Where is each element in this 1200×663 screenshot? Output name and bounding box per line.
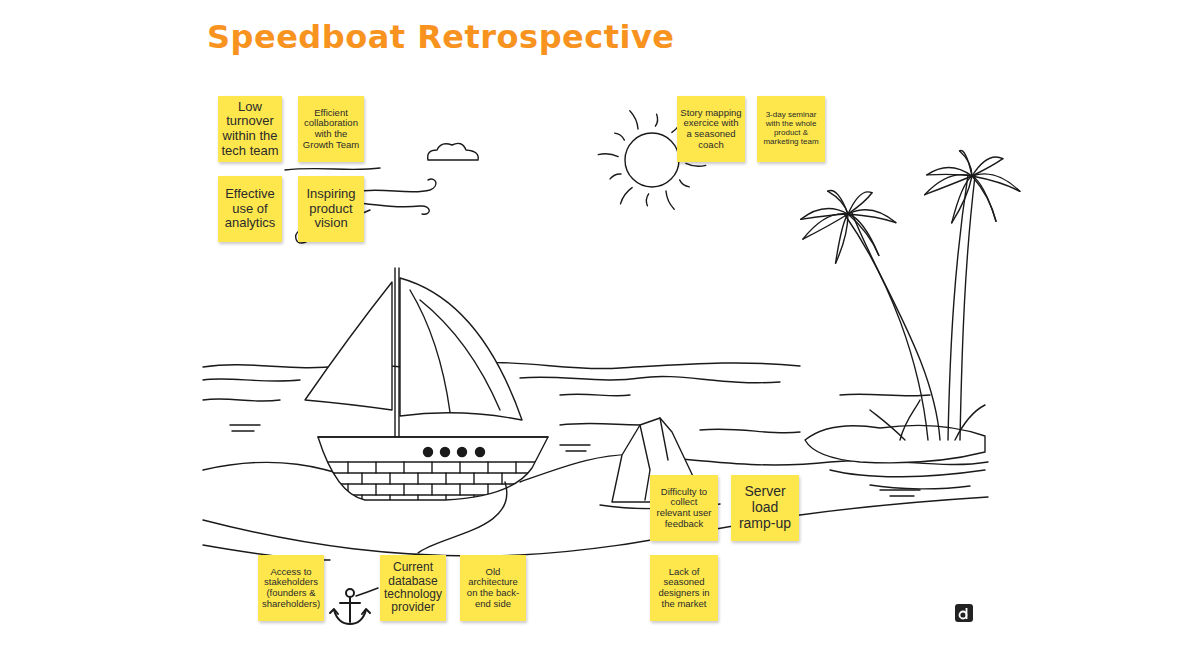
sticky-note: Inspiring product vision [298, 176, 364, 242]
note-text: Server load ramp-up [734, 484, 796, 531]
sticky-note: Low turnover within the tech team [218, 96, 282, 162]
note-text: Difficulty to collect relevant user feed… [653, 487, 715, 530]
note-text: Story mapping exercice with a seasoned c… [680, 108, 742, 151]
sticky-note: Effective use of analytics [218, 176, 282, 242]
note-text: Low turnover within the tech team [221, 100, 279, 158]
page-title: Speedboat Retrospective [207, 18, 675, 56]
sticky-note: Server load ramp-up [731, 475, 799, 541]
sticky-note: Efficient collaboration with the Growth … [298, 96, 364, 162]
wind-lines [285, 168, 436, 243]
palm-trees [801, 151, 1020, 440]
logo-icon [955, 604, 973, 622]
sticky-note: Old architecture on the back-end side [460, 555, 526, 621]
sticky-note: Difficulty to collect relevant user feed… [650, 475, 718, 541]
sticky-note: Current database technology provider [380, 555, 446, 621]
sticky-note: Lack of seasoned designers in the market [650, 555, 718, 621]
sticky-note: Access to stakeholders (founders & share… [258, 555, 324, 621]
note-text: Current database technology provider [383, 561, 443, 615]
note-text: 3-day seminar with the whole product & m… [760, 111, 822, 147]
sticky-note: Story mapping exercice with a seasoned c… [677, 96, 745, 162]
note-text: Lack of seasoned designers in the market [653, 567, 715, 610]
sticky-note: 3-day seminar with the whole product & m… [757, 96, 825, 162]
cloud [428, 143, 479, 160]
anchor-symbol [330, 589, 370, 624]
note-text: Inspiring product vision [301, 187, 361, 231]
note-text: Effective use of analytics [221, 187, 279, 231]
sailboat [300, 268, 560, 596]
note-text: Access to stakeholders (founders & share… [261, 567, 321, 610]
note-text: Old architecture on the back-end side [463, 567, 523, 610]
note-text: Efficient collaboration with the Growth … [301, 108, 361, 151]
